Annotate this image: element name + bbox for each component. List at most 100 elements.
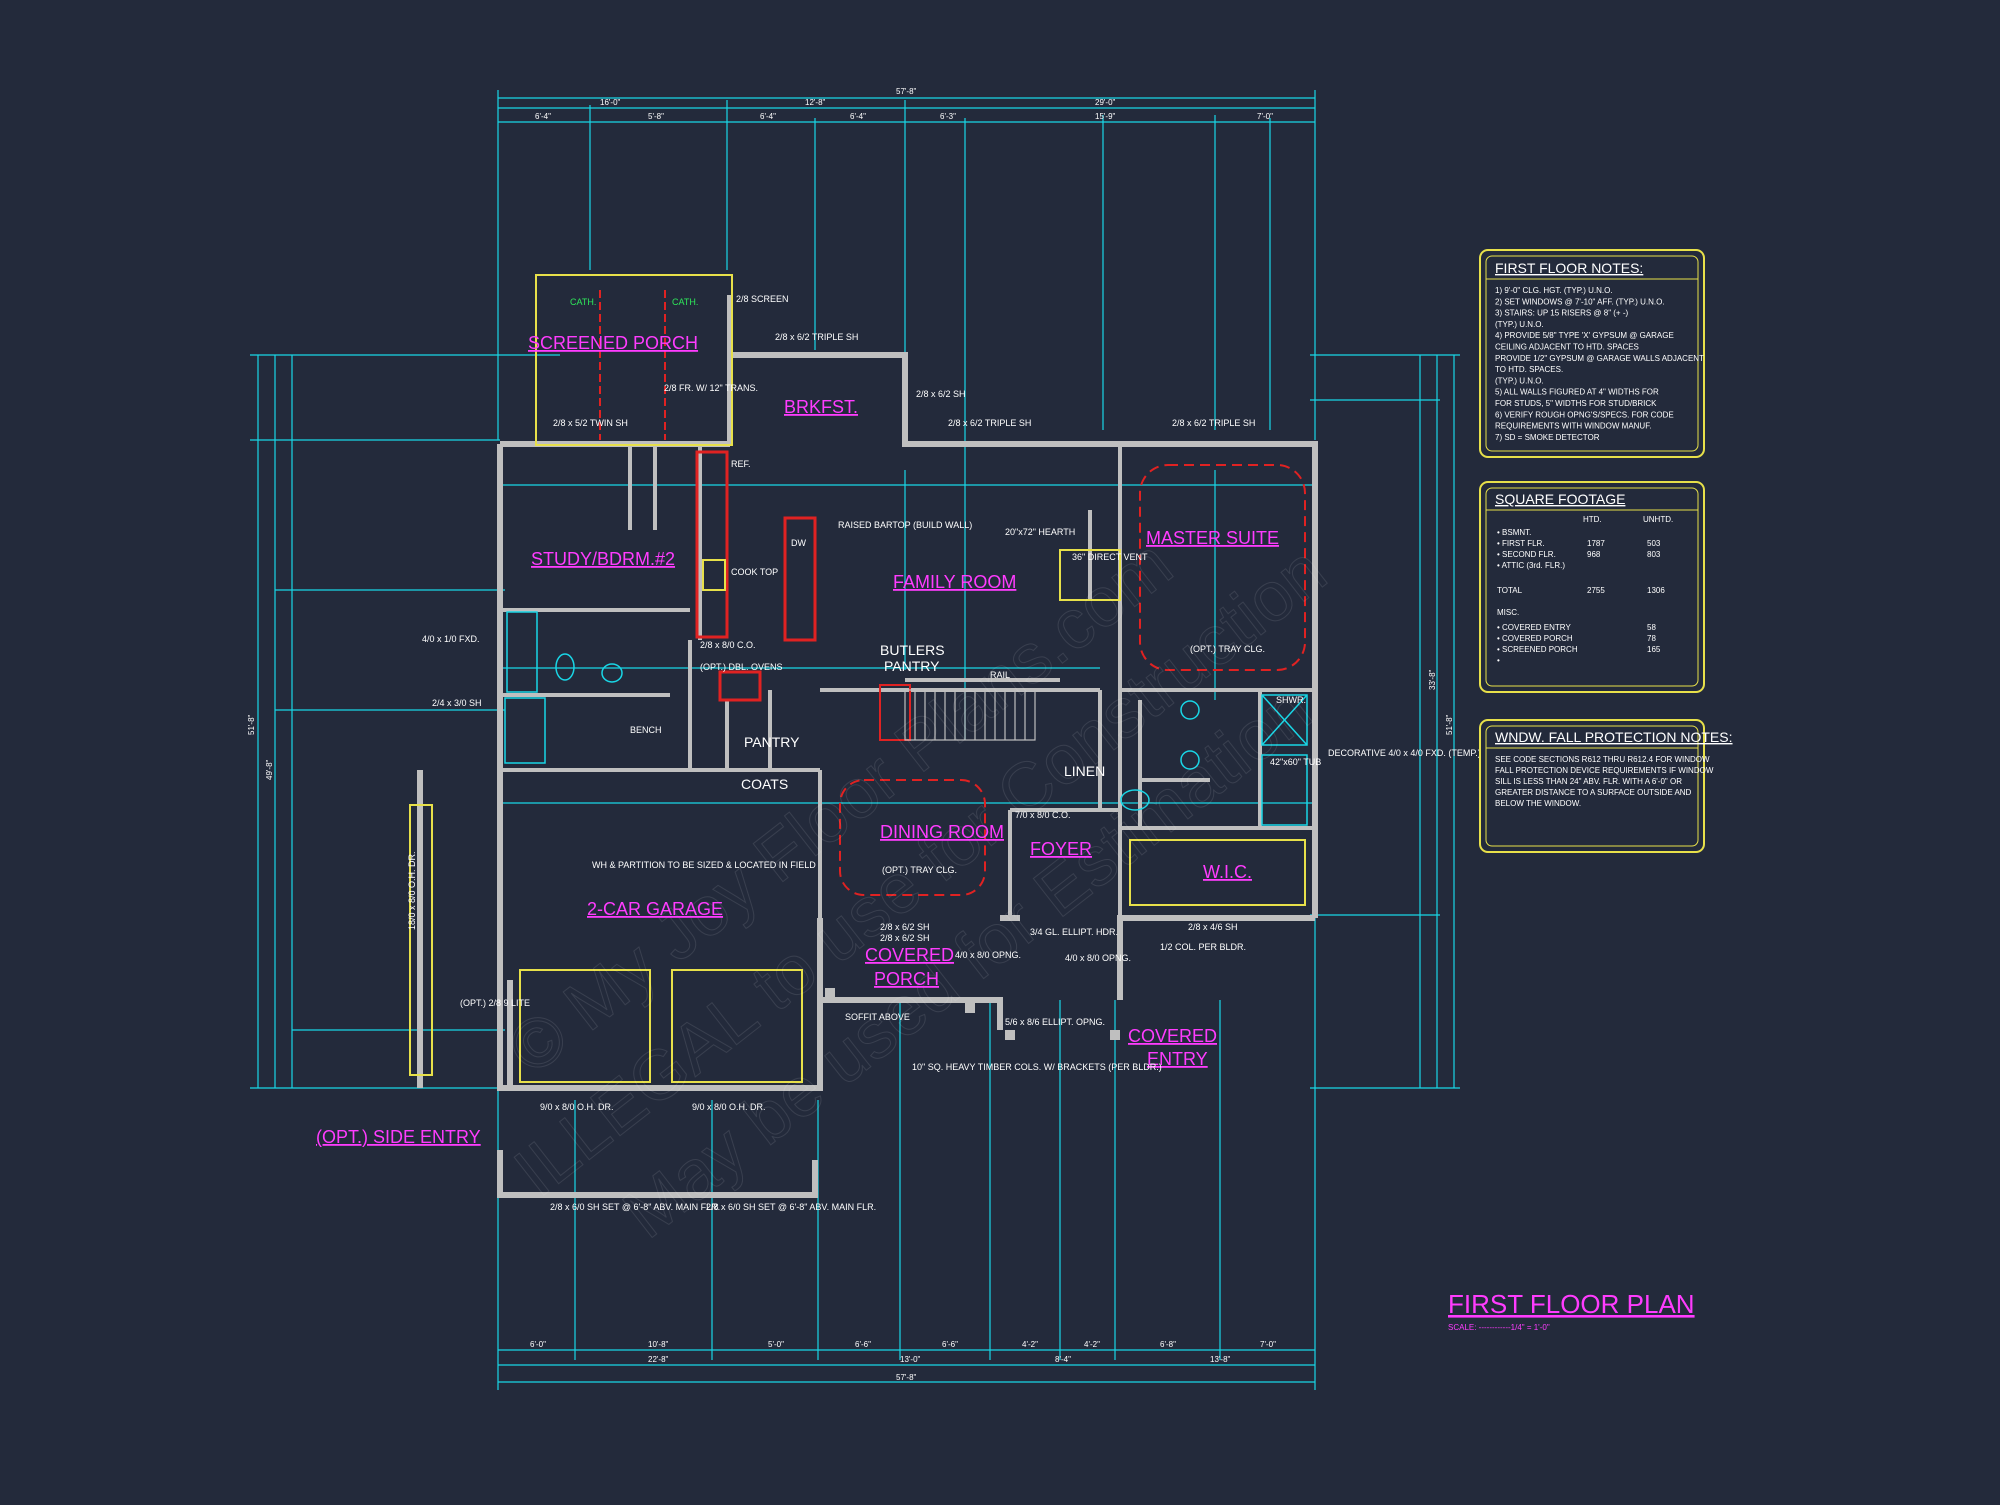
label-cath-2: CATH. — [672, 297, 698, 307]
dim-bottom-row-7: 6'-8" — [1160, 1340, 1176, 1349]
label-col: 1/2 COL. PER BLDR. — [1160, 942, 1246, 952]
dim-bottom-row-8: 7'-0" — [1260, 1340, 1276, 1349]
first-floor-notes-panel: FIRST FLOOR NOTES: 1) 9'-0" CLG. HGT. (T… — [1479, 249, 1705, 458]
dim-right-total: 51'-8" — [1445, 714, 1454, 735]
label-cooktop: COOK TOP — [731, 567, 778, 577]
room-garage: 2-CAR GARAGE — [587, 899, 723, 919]
sqft-misc-label: • COVERED ENTRY — [1497, 623, 1571, 632]
dimension-lines — [250, 90, 1460, 1390]
label-garage-door-1: 9/0 x 8/0 O.H. DR. — [540, 1102, 614, 1112]
label-ellipt: 3/4 GL. ELLIPT. HDR. — [1030, 927, 1118, 937]
sqft-col-htd: HTD. — [1583, 515, 1602, 524]
notes-line: 7) SD = SMOKE DETECTOR — [1495, 433, 1600, 442]
notes-lines: 1) 9'-0" CLG. HGT. (TYP.) U.N.O.2) SET W… — [1495, 286, 1704, 442]
label-sh-2: 2/4 x 3/0 SH — [432, 698, 482, 708]
dim-bottom-total: 57'-8" — [896, 1373, 917, 1382]
label-sh-bottom-2: 2/8 x 6/0 SH SET @ 6'-8" ABV. MAIN FLR. — [706, 1202, 876, 1212]
dim-bottom-row-6: 4'-2" — [1084, 1340, 1100, 1349]
dim-top-row-5: 15'-9" — [1095, 112, 1116, 121]
sqft-misc-val: 78 — [1647, 634, 1656, 643]
fall-lines: SEE CODE SECTIONS R612 THRU R612.4 FOR W… — [1495, 755, 1714, 808]
dim-bottom-row-1: 10'-8" — [648, 1340, 669, 1349]
fall-line: SILL IS LESS THAN 24" ABV. FLR. WITH A 6… — [1495, 777, 1682, 786]
notes-line: CEILING ADJACENT TO HTD. SPACES — [1495, 343, 1639, 352]
room-study: STUDY/BDRM.#2 — [531, 549, 675, 569]
room-master-suite: MASTER SUITE — [1146, 528, 1279, 548]
fall-line: FALL PROTECTION DEVICE REQUIREMENTS IF W… — [1495, 766, 1714, 775]
sqft-row-htd: 968 — [1587, 550, 1601, 559]
label-dw: DW — [791, 538, 806, 548]
dim-bottom-row-5: 4'-2" — [1022, 1340, 1038, 1349]
dim-bottom-row-0: 6'-0" — [530, 1340, 546, 1349]
kitchen-counters — [695, 450, 911, 741]
room-foyer: FOYER — [1030, 839, 1092, 859]
label-opng-2: 4/0 x 8/0 OPNG. — [1065, 953, 1131, 963]
sqft-misc-val: 58 — [1647, 623, 1656, 632]
notes-line: 6) VERIFY ROUGH OPNG'S/SPECS. FOR CODE — [1495, 410, 1674, 419]
label-soffit: SOFFIT ABOVE — [845, 1012, 910, 1022]
sqft-row-label: • BSMNT. — [1497, 528, 1531, 537]
fireplace — [1059, 549, 1121, 601]
dim-top-c: 29'-0" — [1095, 98, 1116, 107]
dim-left-total: 51'-8" — [247, 714, 256, 735]
dim-bottom-row-2: 5'-0" — [768, 1340, 784, 1349]
room-covered-porch-1: COVERED — [865, 945, 954, 965]
sqft-misc-label: • COVERED PORCH — [1497, 634, 1573, 643]
dimension-text: 57'-8" 16'-0" 12'-8" 29'-0" 6'-4" 5'-8" … — [247, 87, 1454, 1382]
sqft-misc-title: MISC. — [1497, 608, 1519, 617]
dim-top-row-1: 5'-8" — [648, 112, 664, 121]
sqft-row-label: TOTAL — [1497, 586, 1523, 595]
sqft-misc-val: 165 — [1647, 645, 1661, 654]
watermark-line-3: May be used for Estimation — [609, 669, 1325, 1253]
sqft-row-htd: 2755 — [1587, 586, 1605, 595]
sqft-misc-label: • — [1497, 656, 1500, 665]
dim-bottom-mid-1: 13'-0" — [900, 1355, 921, 1364]
room-butlers-1: BUTLERS — [880, 642, 945, 658]
label-fxd-1: 4/0 x 1/0 FXD. — [422, 634, 480, 644]
title-block: FIRST FLOOR PLAN SCALE: ------------1/4"… — [1448, 1289, 1695, 1332]
label-dbl-ovens: (OPT.) DBL. OVENS — [700, 662, 783, 672]
notes-title: FIRST FLOOR NOTES: — [1495, 260, 1643, 276]
dim-top-row-3: 6'-4" — [850, 112, 866, 121]
notes-line: 5) ALL WALLS FIGURED AT 4" WIDTHS FOR — [1495, 388, 1659, 397]
label-triple-sh-mid: 2/8 x 6/2 TRIPLE SH — [948, 418, 1031, 428]
room-wic: W.I.C. — [1203, 862, 1252, 882]
label-co-foyer: 7/0 x 8/0 C.O. — [1015, 810, 1071, 820]
label-triple-sh-master: 2/8 x 6/2 TRIPLE SH — [1172, 418, 1255, 428]
label-rail: RAIL — [990, 670, 1010, 680]
interior-walls — [500, 444, 1315, 918]
label-side-door: 18/0 x 8/0 O.H. DR. — [407, 851, 417, 930]
room-brkfst: BRKFST. — [784, 397, 858, 417]
label-tray-clg: (OPT.) TRAY CLG. — [1190, 644, 1265, 654]
bath-fixtures — [504, 611, 1308, 826]
screened-porch-outline — [535, 274, 733, 446]
label-partition: WH & PARTITION TO BE SIZED & LOCATED IN … — [592, 860, 816, 870]
notes-line: 4) PROVIDE 5/8" TYPE 'X' GYPSUM @ GARAGE — [1495, 331, 1674, 340]
label-decorative: DECORATIVE 4/0 x 4/0 FXD. (TEMP.) — [1328, 748, 1481, 758]
room-side-entry: (OPT.) SIDE ENTRY — [316, 1127, 481, 1147]
tray-ceilings — [839, 464, 1306, 896]
label-sh-wic: 2/8 x 4/6 SH — [1188, 922, 1238, 932]
room-screened-porch: SCREENED PORCH — [528, 333, 698, 353]
sqft-row-unhtd: 803 — [1647, 550, 1661, 559]
dim-bottom-mid-3: 13'-8" — [1210, 1355, 1231, 1364]
notes-line: 1) 9'-0" CLG. HGT. (TYP.) U.N.O. — [1495, 286, 1613, 295]
sqft-row-label: • FIRST FLR. — [1497, 539, 1545, 548]
dim-bottom-mid-0: 22'-8" — [648, 1355, 669, 1364]
dim-top-row-6: 7'-0" — [1257, 112, 1273, 121]
dim-bottom-mid-2: 8'-4" — [1055, 1355, 1071, 1364]
label-cath-1: CATH. — [570, 297, 596, 307]
room-labels: SCREENED PORCH BRKFST. STUDY/BDRM.#2 FAM… — [316, 333, 1279, 1147]
sqft-misc-label: • SCREENED PORCH — [1497, 645, 1578, 654]
label-co-1: 2/8 x 8/0 C.O. — [700, 640, 756, 650]
porch-columns — [825, 988, 1120, 1040]
label-garage-door-2: 9/0 x 8/0 O.H. DR. — [692, 1102, 766, 1112]
room-dining: DINING ROOM — [880, 822, 1004, 842]
dim-top-a: 16'-0" — [600, 98, 621, 107]
room-covered-entry-1: COVERED — [1128, 1026, 1217, 1046]
label-sh-dining-1: 2/8 x 6/2 SH — [880, 922, 930, 932]
label-fr-trans: 2/8 FR. W/ 12" TRANS. — [664, 383, 758, 393]
dim-top-row-0: 6'-4" — [535, 112, 551, 121]
